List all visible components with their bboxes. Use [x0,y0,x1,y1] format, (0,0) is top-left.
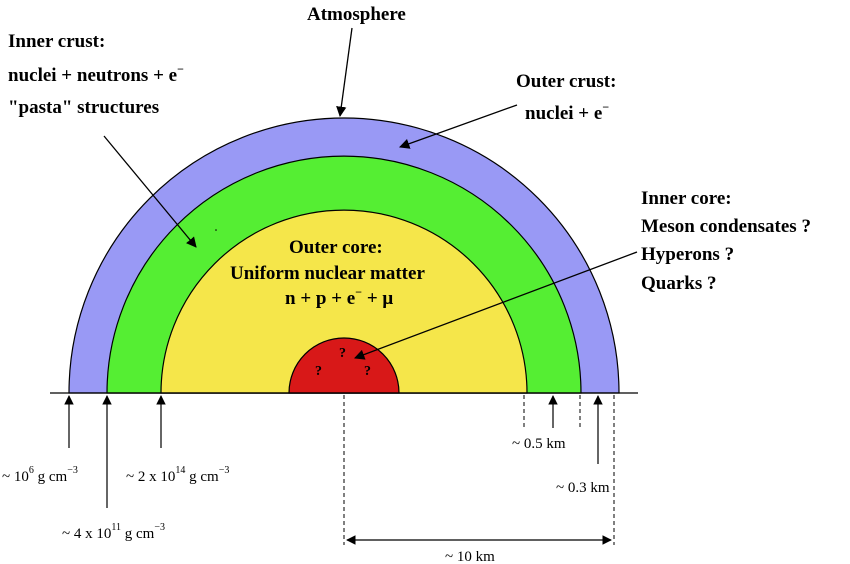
question-mark-top: ? [339,346,346,361]
inner-core-line2: Hyperons ? [641,244,734,265]
atmosphere-label: Atmosphere [307,4,406,25]
outer-core-title: Outer core: [289,237,383,258]
speck [215,229,217,231]
outer-core-line1: Uniform nuclear matter [230,263,425,284]
inner-core-line1: Meson condensates ? [641,216,811,237]
radius-label: ~ 10 km [445,549,495,564]
inner-crust-arrow [103,135,197,248]
outer-crust-title: Outer crust: [516,71,616,92]
inner-crust-thickness-label: ~ 0.5 km [512,436,566,452]
inner-core-line3: Quarks ? [641,273,717,294]
question-mark-right: ? [364,364,371,379]
inner-crust-title: Inner crust: [8,31,105,52]
outer-core-line2: n + p + e− + μ [285,285,393,309]
outer-core-layer [160,209,528,394]
density-label-3: ~ 4 x 1011 g cm−3 [62,522,165,542]
density-label-1: ~ 106 g cm−3 [2,465,78,485]
outer-crust-arrow [399,104,518,149]
outer-crust-line1: nuclei + e− [525,100,609,124]
question-mark-left: ? [315,364,322,379]
inner-crust-line2: "pasta" structures [8,97,159,118]
atmosphere-arrow [336,27,353,118]
density-label-2: ~ 2 x 1014 g cm−3 [126,465,229,485]
inner-crust-line1: nuclei + neutrons + e− [8,62,184,86]
inner-core-title: Inner core: [641,188,732,209]
inner-core-arrow [354,251,638,360]
outer-crust-thickness-label: ~ 0.3 km [556,480,610,496]
